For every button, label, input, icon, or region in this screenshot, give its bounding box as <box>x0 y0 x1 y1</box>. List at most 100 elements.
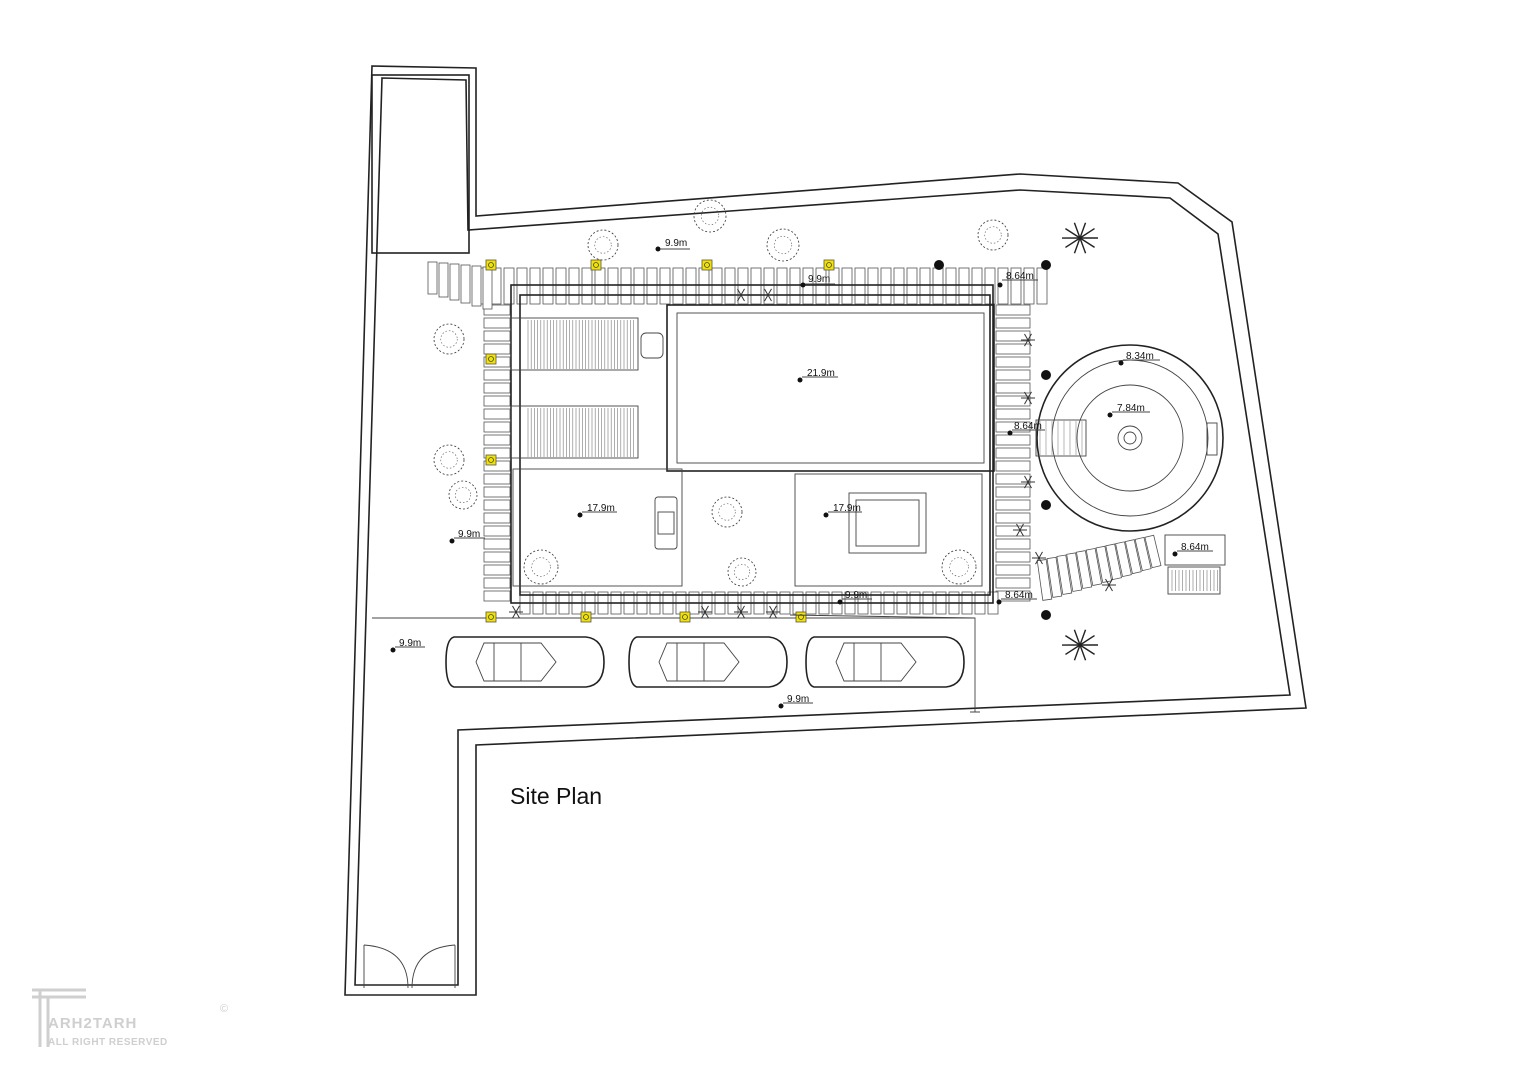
paver-stone <box>483 512 511 524</box>
paver-stone <box>659 267 671 305</box>
paver-stone <box>471 265 482 307</box>
plant-icon <box>1101 578 1116 592</box>
paver-stone <box>1134 536 1152 572</box>
watermark-rights: ALL RIGHT RESERVED <box>48 1037 168 1048</box>
parking-cars <box>445 636 965 688</box>
trees <box>433 199 1116 661</box>
paver-stone <box>483 369 511 381</box>
paver-stone <box>828 267 840 305</box>
paver-stone <box>737 267 749 305</box>
level-marker-top-2: 9.9m <box>800 274 835 288</box>
paver-stone <box>427 261 438 295</box>
light-fixture-icon <box>485 454 497 466</box>
car-icon <box>628 636 788 688</box>
paver-stone <box>542 267 554 305</box>
paver-stone <box>1010 267 1022 305</box>
paver-stone <box>995 447 1031 459</box>
level-marker-right-deck: 8.64m <box>1172 542 1213 557</box>
level-label: 9.9m <box>808 274 830 285</box>
paver-stone <box>789 267 801 305</box>
light-fixture-icon <box>580 611 592 623</box>
paver-stone <box>516 267 528 305</box>
paver-stone <box>919 267 931 305</box>
paver-stone <box>1115 541 1132 578</box>
paver-stone <box>945 267 957 305</box>
paver-stone <box>995 551 1031 563</box>
paver-stone <box>633 267 645 305</box>
paver-stone <box>483 460 511 472</box>
tree-icon <box>433 444 465 476</box>
tree-icon <box>941 549 977 585</box>
level-marker-left-edge: 9.9m <box>449 529 485 544</box>
paver-stone <box>483 421 511 433</box>
paver-stone <box>1144 534 1162 569</box>
entry-court <box>371 74 470 254</box>
level-label: 7.84m <box>1117 403 1145 414</box>
paver-stone <box>995 317 1031 329</box>
paver-stone <box>854 267 866 305</box>
paver-stone <box>555 267 567 305</box>
pond-steps <box>1039 421 1083 455</box>
paver-stone <box>1036 267 1048 305</box>
level-label: 9.9m <box>787 694 809 705</box>
paver-stone <box>483 343 511 355</box>
paver-stone <box>483 356 511 368</box>
paver-stone <box>995 382 1031 394</box>
paver-stone <box>995 577 1031 589</box>
level-label: 8.64m <box>1181 542 1209 553</box>
paver-stone <box>483 408 511 420</box>
tree-icon <box>433 323 465 355</box>
main-block <box>666 304 995 472</box>
paver-stone <box>1124 539 1142 575</box>
paver-stone <box>449 263 460 301</box>
paver-stone <box>776 267 788 305</box>
plant-icon <box>760 288 775 302</box>
level-marker-main: 21.9m <box>797 368 838 383</box>
paver-stone <box>995 369 1031 381</box>
tree-icon <box>711 496 743 528</box>
tree-icon <box>727 557 757 587</box>
house <box>510 284 995 604</box>
paver-stone <box>1066 552 1083 592</box>
paver-stone <box>995 395 1031 407</box>
paver-stone <box>995 304 1031 316</box>
paver-stone <box>607 267 619 305</box>
paver-stone <box>438 262 449 298</box>
paver-stone <box>1023 267 1035 305</box>
paver-stone <box>483 434 511 446</box>
light-fixture-icon <box>679 611 691 623</box>
tree-icon <box>766 228 800 262</box>
paver-stone <box>483 590 511 602</box>
light-fixture-icon <box>485 259 497 271</box>
paver-stone <box>841 267 853 305</box>
paver-stone <box>958 267 970 305</box>
drain-line <box>789 614 980 713</box>
paver-stone <box>880 267 892 305</box>
tree-icon <box>693 199 727 233</box>
paver-stone <box>995 512 1031 524</box>
shrub-icon <box>1061 629 1098 661</box>
paver-stone <box>483 486 511 498</box>
paver-stone <box>995 499 1031 511</box>
deck-boards <box>527 320 634 457</box>
light-fixture-icon <box>1041 610 1051 620</box>
paver-stone <box>460 264 471 304</box>
car-icon <box>805 636 965 688</box>
tree-icon <box>977 219 1009 251</box>
plant-icon <box>1020 475 1035 489</box>
level-marker-parking-bottom: 9.9m <box>778 694 813 709</box>
paver-stone <box>1105 543 1122 581</box>
tree-icon <box>523 549 559 585</box>
paver-stone <box>646 267 658 305</box>
copyright-icon: © <box>220 1003 229 1015</box>
paver-stone <box>483 551 511 563</box>
paver-stone <box>483 577 511 589</box>
paver-stone <box>932 267 944 305</box>
paver-stone <box>483 382 511 394</box>
paver-stone <box>995 343 1031 355</box>
light-fixtures <box>485 259 1051 623</box>
paver-stone <box>483 499 511 511</box>
paver-stone <box>815 267 827 305</box>
light-fixture-icon <box>485 353 497 365</box>
